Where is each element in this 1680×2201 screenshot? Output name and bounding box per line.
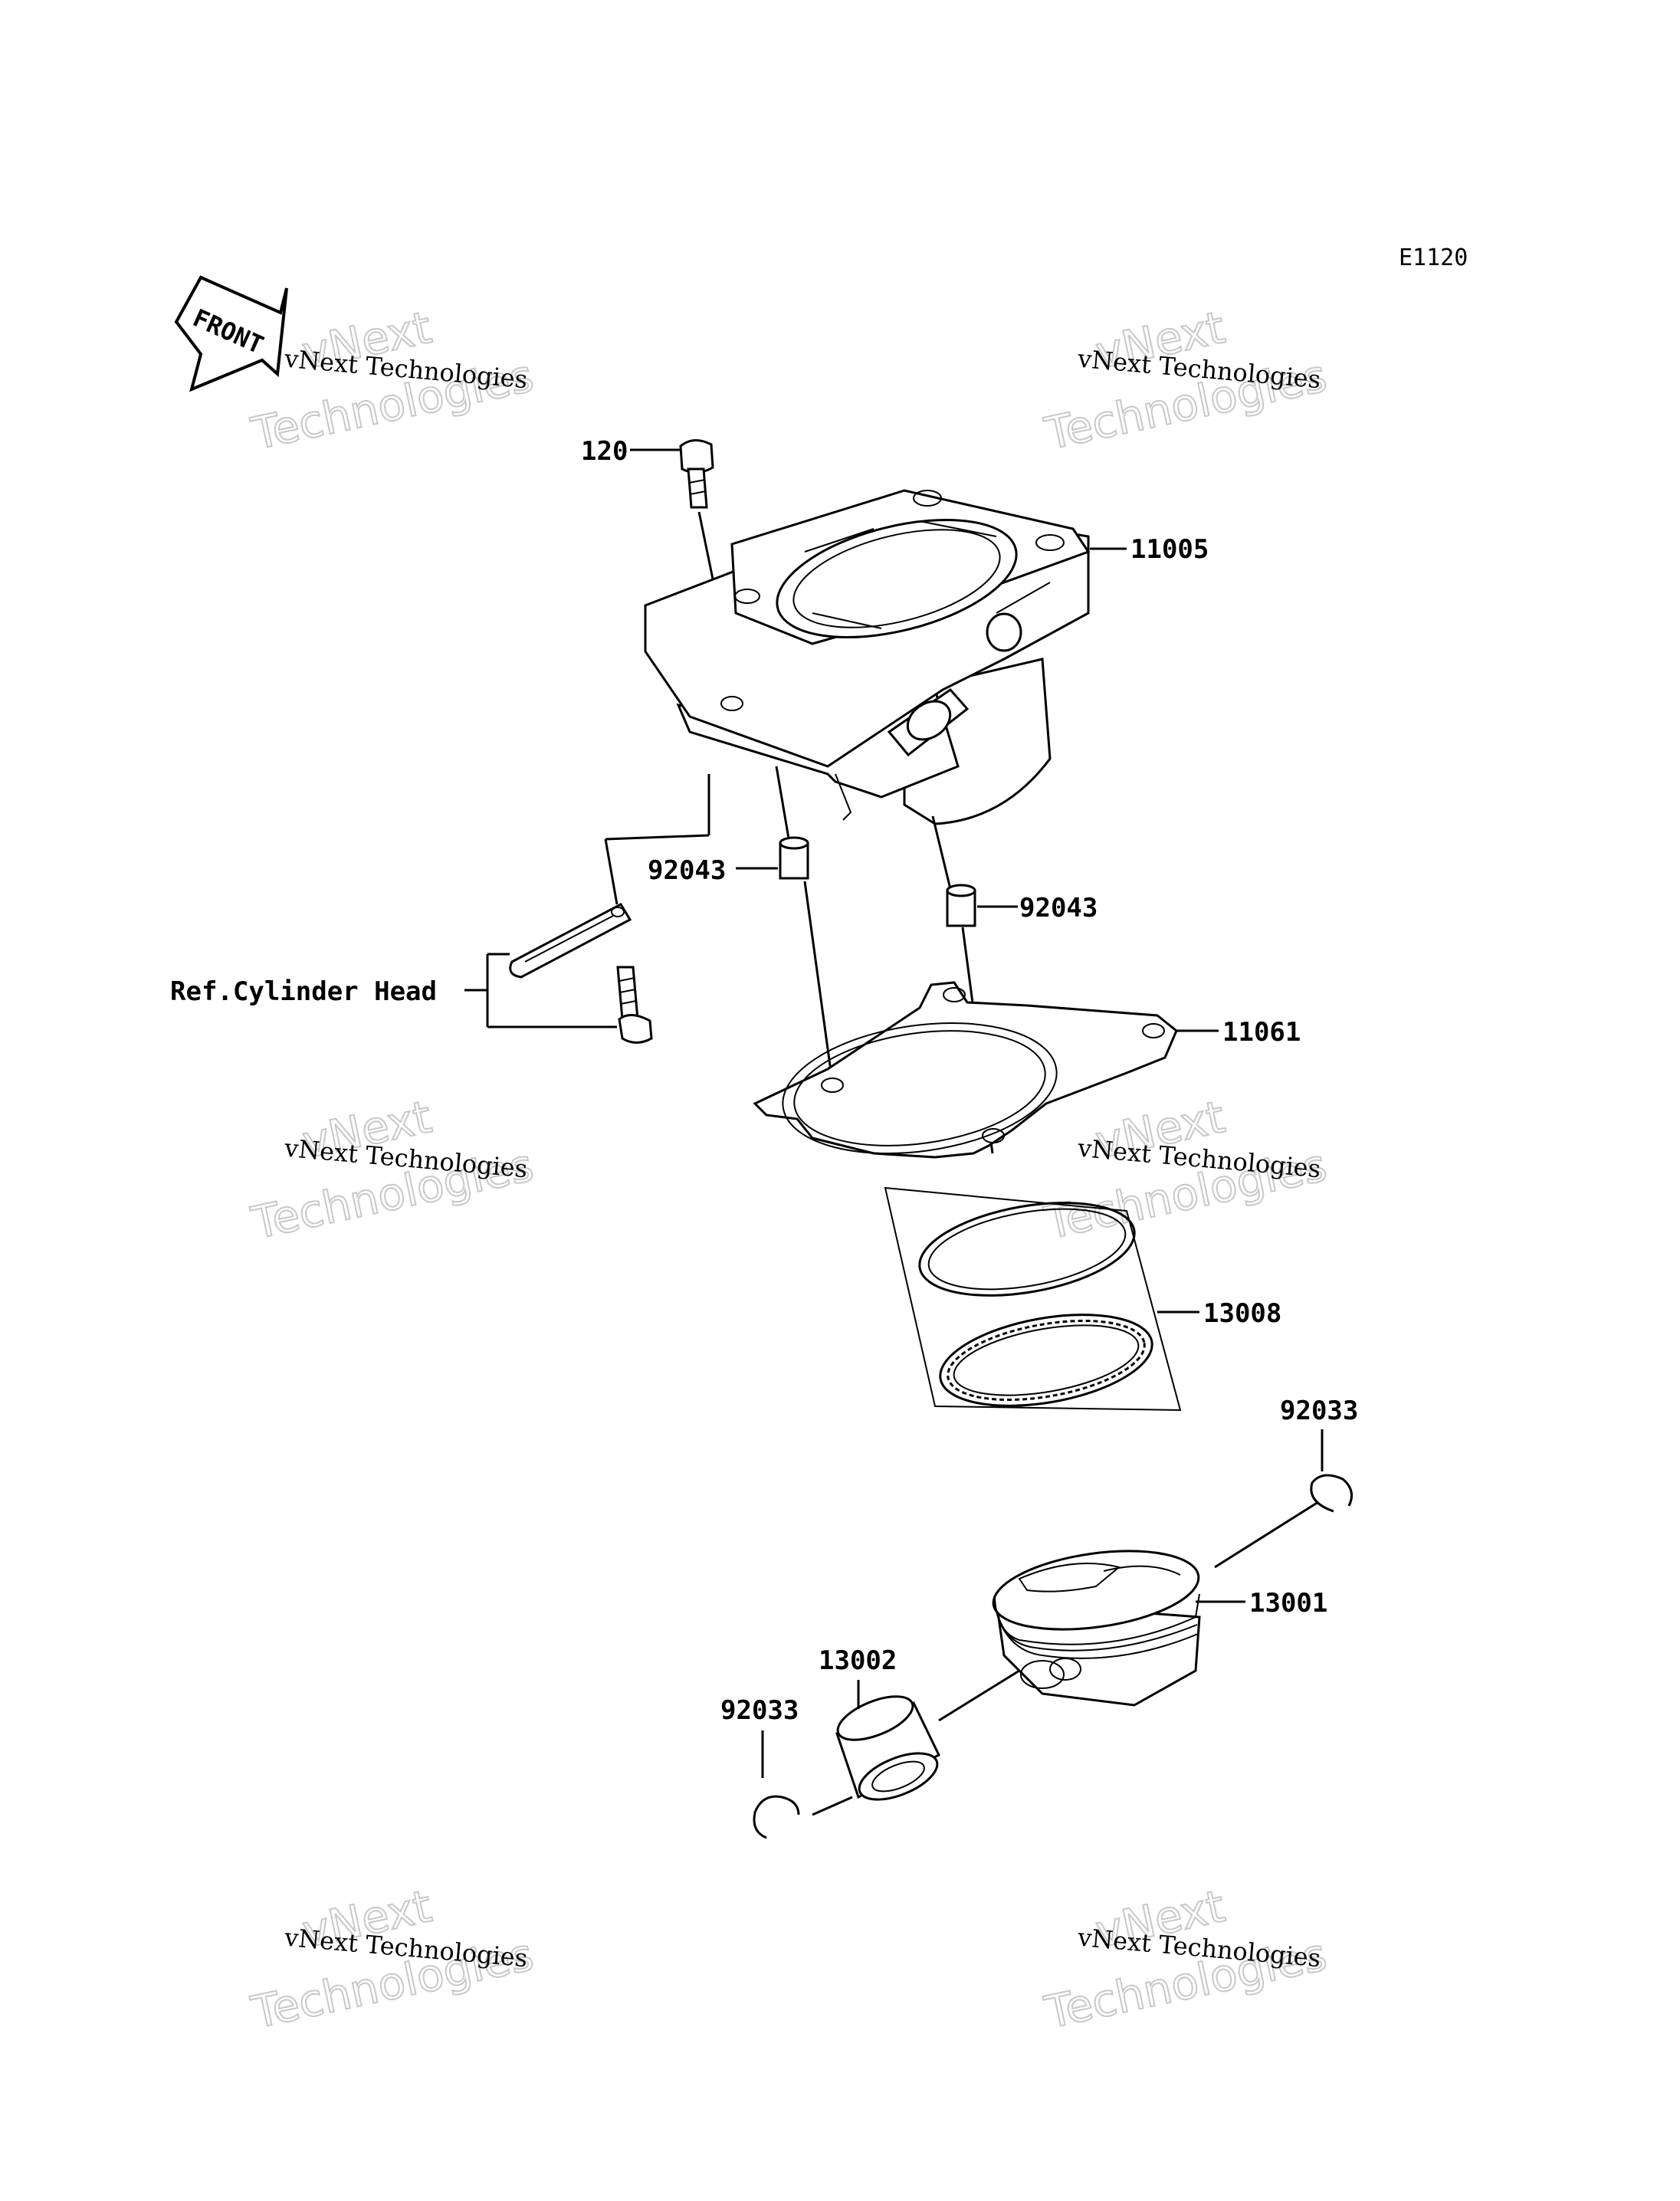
watermark-5: vNext Technologies vNext Technologies (246, 1879, 539, 2039)
watermark-2: vNext Technologies vNext Technologies (1039, 300, 1332, 461)
label-piston-pin: 13002 (819, 1645, 897, 1676)
dowel-right-axis-line (931, 815, 952, 890)
piston-ring-set-13008-part (884, 1186, 1182, 1412)
watermark-6: vNext Technologies vNext Technologies (1039, 1879, 1332, 2039)
snap-ring-top-part (1310, 1474, 1354, 1513)
dowel-92043-right-part (946, 884, 976, 927)
label-gasket: 11061 (1222, 1017, 1301, 1048)
snap-ring-bottom-part (753, 1795, 800, 1839)
cam-chain-guide-part (509, 903, 632, 979)
label-ref-cylinder-head: Ref.Cylinder Head (170, 976, 437, 1007)
pin-axis-lower-line (812, 1796, 853, 1816)
label-snap-ring-top: 92033 (1280, 1396, 1358, 1426)
gasket-11061-part (753, 981, 1178, 1159)
label-piston: 13001 (1249, 1588, 1327, 1619)
label-ring-set: 13008 (1203, 1298, 1281, 1329)
ref-axis-line-3 (604, 838, 619, 905)
pin-axis-upper-line (1214, 1501, 1319, 1569)
dowel-92043-left-part (779, 836, 809, 880)
piston-13001-part (992, 1550, 1201, 1707)
watermark-4: vNext Technologies vNext Technologies (1039, 1090, 1332, 1250)
label-dowel-right: 92043 (1019, 893, 1098, 923)
label-snap-ring-bottom: 92033 (720, 1695, 799, 1726)
label-dowel-left: 92043 (648, 855, 726, 886)
ref-axis-line-2 (605, 834, 710, 841)
ref-bolt-part (616, 966, 653, 1044)
dowel-left-lower-axis-line (803, 881, 833, 1078)
label-cylinder: 11005 (1130, 534, 1209, 565)
pin-axis-middle-line (938, 1669, 1020, 1722)
dowel-left-axis-line (775, 766, 791, 844)
front-arrow-icon: FRONT (174, 275, 288, 392)
watermark-1: vNext Technologies vNext Technologies (246, 300, 539, 461)
label-bolt: 120 (581, 436, 628, 467)
cylinder-11005-part (644, 489, 1091, 825)
diagram-code: E1120 (1399, 244, 1468, 271)
watermark-3: vNext Technologies vNext Technologies (246, 1090, 539, 1250)
piston-pin-13002-part (835, 1695, 940, 1801)
bolt-120-part (679, 439, 714, 509)
